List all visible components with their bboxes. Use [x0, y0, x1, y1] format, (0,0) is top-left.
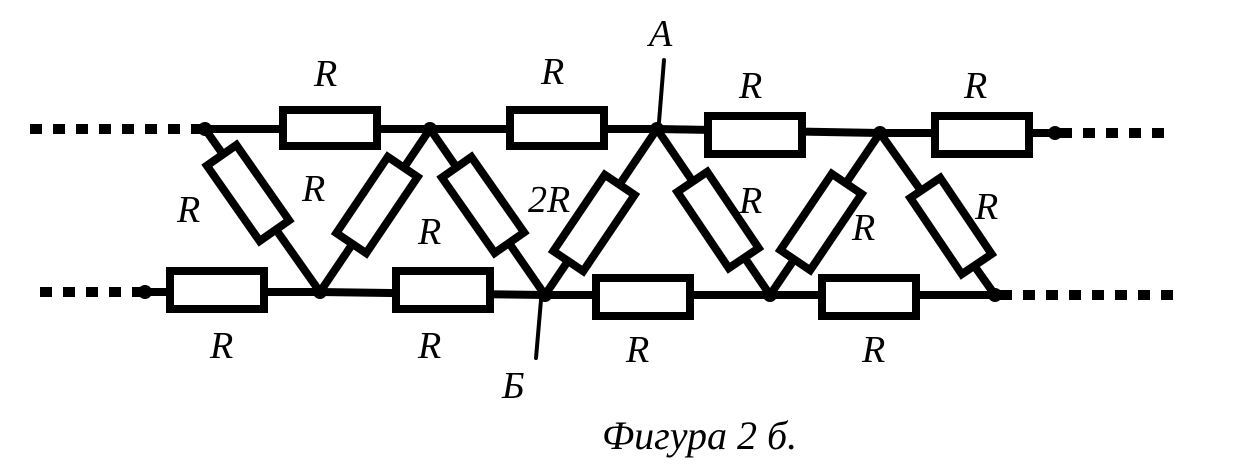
node-a-label: A [646, 13, 673, 55]
resistor-bottom-1 [166, 267, 268, 313]
label-r-bottom-4: R [861, 329, 885, 371]
node-b-pointer [534, 298, 543, 360]
label-r-bottom-2: R [417, 325, 441, 367]
label-r-diag-1: R [176, 189, 200, 231]
resistor-diag-2 [330, 151, 424, 259]
resistor-bottom-2 [392, 267, 494, 313]
resistor-diag-3 [436, 151, 530, 259]
label-r-bottom-3: R [625, 329, 649, 371]
junction-nodes [138, 122, 1062, 302]
label-r-diag-7: R [974, 186, 998, 228]
resistor-diag-6 [774, 168, 868, 276]
label-r-top-3: R [738, 65, 762, 107]
resistor-bottom-4 [818, 274, 920, 320]
resistor-top-2 [506, 106, 608, 150]
label-2r-diag-4: 2R [528, 179, 570, 221]
node-a-pointer [657, 58, 666, 124]
figure-caption: Фигура 2 б. [602, 413, 797, 458]
label-r-diag-6: R [851, 207, 875, 249]
resistor-top-4 [931, 112, 1033, 158]
label-r-diag-2: R [301, 168, 325, 210]
label-r-bottom-1: R [209, 325, 233, 367]
node-b-label: Б [501, 365, 524, 407]
label-r-diag-5: R [738, 180, 762, 222]
resistor-diag-7 [904, 172, 998, 280]
label-r-diag-3: R [417, 211, 441, 253]
resistor-top-3 [704, 112, 806, 158]
resistor-diag-1 [201, 139, 295, 247]
resistor-bottom-3 [592, 274, 694, 320]
resistor-diag-5 [671, 166, 765, 274]
resistor-diag-4 [547, 169, 641, 277]
label-r-top-2: R [540, 51, 564, 93]
label-r-top-1: R [313, 53, 337, 95]
label-r-top-4: R [963, 65, 987, 107]
resistor-top-1 [279, 106, 381, 150]
